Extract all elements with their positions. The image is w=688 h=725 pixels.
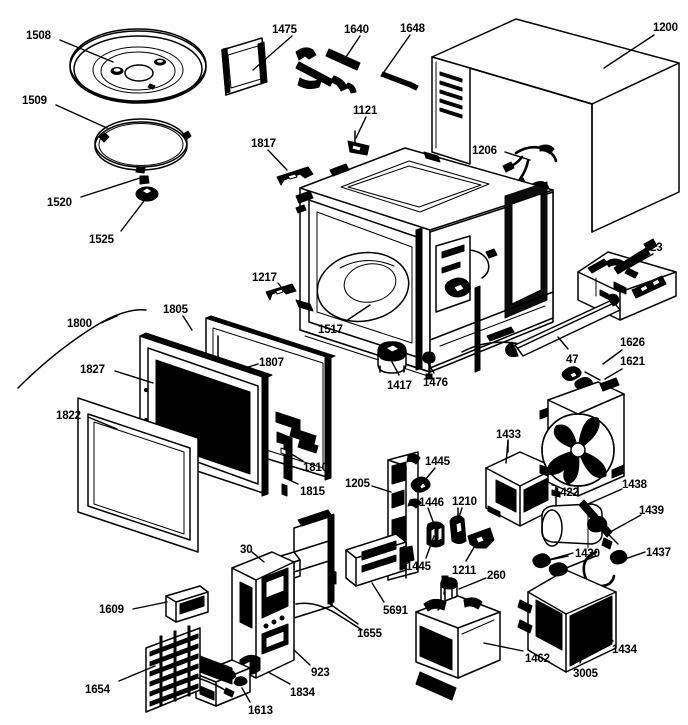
callout-1439[interactable]: 1439 xyxy=(639,505,664,517)
part-monitor-switch xyxy=(449,507,467,544)
callout-1621[interactable]: 1621 xyxy=(620,356,645,368)
callout-1509[interactable]: 1509 xyxy=(22,95,47,107)
callout-1525[interactable]: 1525 xyxy=(89,234,114,246)
part-oven-cavity xyxy=(295,147,554,377)
callout-1430[interactable]: 1430 xyxy=(575,548,600,560)
callout-1520[interactable]: 1520 xyxy=(47,197,72,209)
callout-1422[interactable]: 1422 xyxy=(554,487,579,499)
part-air-filter-grille xyxy=(145,625,235,713)
callout-1205[interactable]: 1205 xyxy=(345,478,370,490)
callout-1445-lower[interactable]: 1445 xyxy=(406,561,431,573)
callout-1822[interactable]: 1822 xyxy=(56,410,81,422)
callout-1800[interactable]: 1800 xyxy=(67,318,92,330)
part-control-bracket-23 xyxy=(577,238,677,321)
part-magnetron xyxy=(415,575,501,701)
callout-1438[interactable]: 1438 xyxy=(622,479,647,491)
part-hinge-bracket xyxy=(276,166,314,186)
part-door-outer-panel xyxy=(77,397,199,553)
callout-1211[interactable]: 1211 xyxy=(452,565,477,577)
callout-1200[interactable]: 1200 xyxy=(653,22,678,34)
callout-1475[interactable]: 1475 xyxy=(272,24,297,36)
part-turntable-support-ring xyxy=(94,118,192,174)
callout-1834[interactable]: 1834 xyxy=(290,687,315,699)
callout-260[interactable]: 260 xyxy=(487,570,506,582)
part-turntable-tray xyxy=(69,28,207,104)
leader-lines xyxy=(55,34,655,703)
callout-1206[interactable]: 1206 xyxy=(472,145,497,157)
callout-1434[interactable]: 1434 xyxy=(612,644,637,656)
callout-1648[interactable]: 1648 xyxy=(400,23,425,35)
callout-1640[interactable]: 1640 xyxy=(344,24,369,36)
callout-5691[interactable]: 5691 xyxy=(383,605,408,617)
callout-1654[interactable]: 1654 xyxy=(85,684,110,696)
part-outer-cabinet xyxy=(431,18,680,233)
part-latch-hook xyxy=(347,130,370,156)
callout-1217[interactable]: 1217 xyxy=(252,272,277,284)
callout-1437[interactable]: 1437 xyxy=(646,547,671,559)
callout-1517[interactable]: 1517 xyxy=(318,324,343,336)
callout-30[interactable]: 30 xyxy=(240,544,253,556)
callout-47[interactable]: 47 xyxy=(566,354,579,366)
part-switch-bracket-1211 xyxy=(467,527,495,549)
part-control-panel xyxy=(231,551,295,679)
callout-1655[interactable]: 1655 xyxy=(357,628,382,640)
part-handle-rail xyxy=(505,293,621,357)
callout-1805[interactable]: 1805 xyxy=(163,304,188,316)
part-hv-capacitor xyxy=(541,499,619,550)
callout-1508[interactable]: 1508 xyxy=(26,30,51,42)
callout-1827[interactable]: 1827 xyxy=(80,364,105,376)
part-display-window xyxy=(165,585,209,623)
callout-1433[interactable]: 1433 xyxy=(496,429,521,441)
part-waveguide-cover xyxy=(221,37,268,96)
part-switch-lever xyxy=(426,521,445,548)
callout-1609[interactable]: 1609 xyxy=(99,604,124,616)
callout-1476[interactable]: 1476 xyxy=(423,377,448,389)
part-screw-1648 xyxy=(380,71,419,91)
callout-23[interactable]: 23 xyxy=(650,242,663,254)
callout-1815[interactable]: 1815 xyxy=(300,486,325,498)
callout-1121[interactable]: 1121 xyxy=(353,105,378,117)
part-turntable-motor xyxy=(377,341,407,374)
part-turntable-coupler xyxy=(135,186,159,202)
callout-1445-upper[interactable]: 1445 xyxy=(425,456,450,468)
callout-1807[interactable]: 1807 xyxy=(259,357,284,369)
callout-1462[interactable]: 1462 xyxy=(525,653,550,665)
callout-1817[interactable]: 1817 xyxy=(251,138,276,150)
part-cooling-fan xyxy=(539,377,625,497)
callout-923[interactable]: 923 xyxy=(311,667,330,679)
part-screw-set xyxy=(295,47,361,94)
callout-1417[interactable]: 1417 xyxy=(387,380,412,392)
callout-1446[interactable]: 1446 xyxy=(419,497,444,509)
callout-1210[interactable]: 1210 xyxy=(452,496,477,508)
part-door-hinge xyxy=(276,431,293,497)
part-air-duct xyxy=(293,509,363,631)
callout-1626[interactable]: 1626 xyxy=(620,337,645,349)
part-power-transformer xyxy=(517,555,617,673)
callout-1810[interactable]: 1810 xyxy=(303,462,328,474)
part-vent-duct xyxy=(345,533,407,587)
callout-3005[interactable]: 3005 xyxy=(573,668,598,680)
part-turntable-coupler-pin xyxy=(139,175,150,185)
part-door-cord xyxy=(17,309,147,389)
callout-1613[interactable]: 1613 xyxy=(248,705,273,717)
